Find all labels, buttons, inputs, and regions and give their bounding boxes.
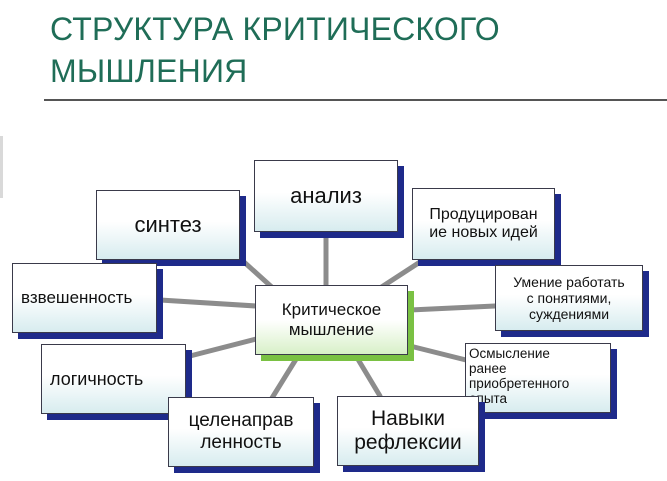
node-reflection: Навыки рефлексии — [337, 396, 479, 466]
node-purposefulness-label: целенаправ ленность — [188, 410, 294, 453]
connector-new-ideas — [377, 259, 423, 291]
node-new-ideas: Продуцирован ие новых идей — [412, 188, 555, 260]
connector-experience — [407, 343, 469, 363]
node-analysis: анализ — [254, 160, 398, 232]
node-concepts: Умение работать с понятиями, суждениями — [495, 265, 643, 331]
slide-title: СТРУКТУРА КРИТИЧЕСКОГО МЫШЛЕНИЯ — [50, 8, 650, 92]
node-experience-label: Осмысление ранее приобретенного опыта — [469, 346, 570, 407]
node-experience: Осмысление ранее приобретенного опыта — [465, 343, 611, 413]
node-balance: взвешенность — [12, 263, 157, 333]
connector-concepts — [407, 303, 498, 313]
node-concepts-label: Умение работать с понятиями, суждениями — [513, 273, 625, 323]
node-analysis-label: анализ — [290, 183, 362, 209]
node-new-ideas-label: Продуцирован ие новых идей — [429, 205, 538, 241]
connector-logic — [187, 335, 263, 359]
connector-purpose — [269, 353, 301, 401]
node-reflection-label: Навыки рефлексии — [354, 406, 462, 454]
node-synthesis-label: синтез — [134, 212, 202, 238]
center-label: Критическое мышление — [281, 300, 382, 339]
connector-reflection — [353, 353, 383, 399]
left-edge-marker — [0, 136, 3, 198]
title-line-2: МЫШЛЕНИЯ — [50, 53, 248, 89]
node-critical-thinking: Критическое мышление — [255, 285, 408, 355]
node-logic: логичность — [41, 344, 186, 414]
node-balance-label: взвешенность — [21, 288, 133, 308]
connector-balance — [157, 297, 259, 309]
title-divider — [44, 99, 667, 101]
title-line-1: СТРУКТУРА КРИТИЧЕСКОГО — [50, 11, 500, 47]
node-logic-label: логичность — [50, 368, 144, 389]
node-purposefulness: целенаправ ленность — [168, 397, 314, 467]
node-synthesis: синтез — [96, 190, 240, 260]
